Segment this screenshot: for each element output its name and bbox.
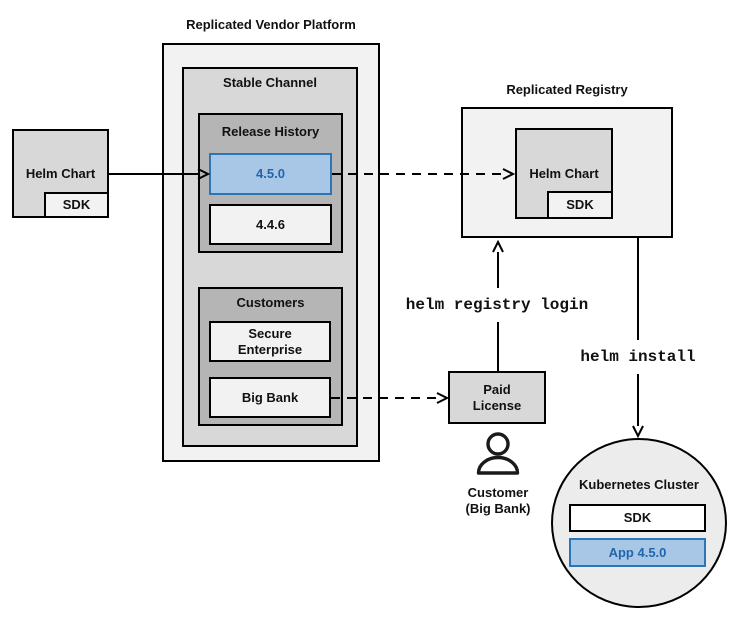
customer-secure-enterprise-box: Secure Enterprise: [209, 321, 331, 362]
customer-caption: Customer (Big Bank): [448, 485, 548, 517]
customer-big-bank-box: Big Bank: [209, 377, 331, 418]
vendor-platform-title: Replicated Vendor Platform: [186, 17, 356, 32]
customer-person-icon: [476, 432, 520, 475]
stable-channel-title: Stable Channel: [223, 75, 317, 90]
release-450-label: 4.5.0: [256, 166, 285, 181]
registry-sdk-box: SDK: [547, 191, 613, 219]
registry-sdk-label: SDK: [566, 197, 594, 212]
customers-title: Customers: [236, 295, 305, 310]
paid-license-box: Paid License: [448, 371, 546, 424]
customer-big-bank-label: Big Bank: [241, 389, 299, 405]
registry-title: Replicated Registry: [506, 82, 628, 97]
source-helm-chart-label: Helm Chart: [25, 165, 96, 181]
source-sdk-box: SDK: [44, 192, 109, 218]
cluster-app-label: App 4.5.0: [608, 544, 667, 560]
release-446-box: 4.4.6: [209, 204, 332, 245]
arrow-registry-to-cluster: [632, 238, 644, 439]
cmd-helm-registry-login: helm registry login: [405, 296, 589, 314]
release-446-label: 4.4.6: [256, 216, 285, 232]
customer-caption-line1: Customer: [467, 485, 529, 500]
release-history-title: Release History: [221, 124, 320, 139]
release-450-box: 4.5.0: [209, 153, 332, 195]
paid-license-label: Paid License: [472, 381, 522, 413]
source-sdk-label: SDK: [62, 197, 91, 212]
kubernetes-cluster-title: Kubernetes Cluster: [579, 477, 699, 492]
cluster-sdk-label: SDK: [623, 510, 652, 525]
customer-secure-enterprise-label: Secure Enterprise: [237, 325, 303, 357]
customer-caption-line2: (Big Bank): [465, 501, 531, 516]
cluster-sdk-box: SDK: [569, 504, 706, 532]
cmd-helm-install: helm install: [580, 348, 696, 366]
cluster-app-box: App 4.5.0: [569, 538, 706, 567]
registry-helm-chart-label: Helm Chart: [529, 165, 599, 181]
